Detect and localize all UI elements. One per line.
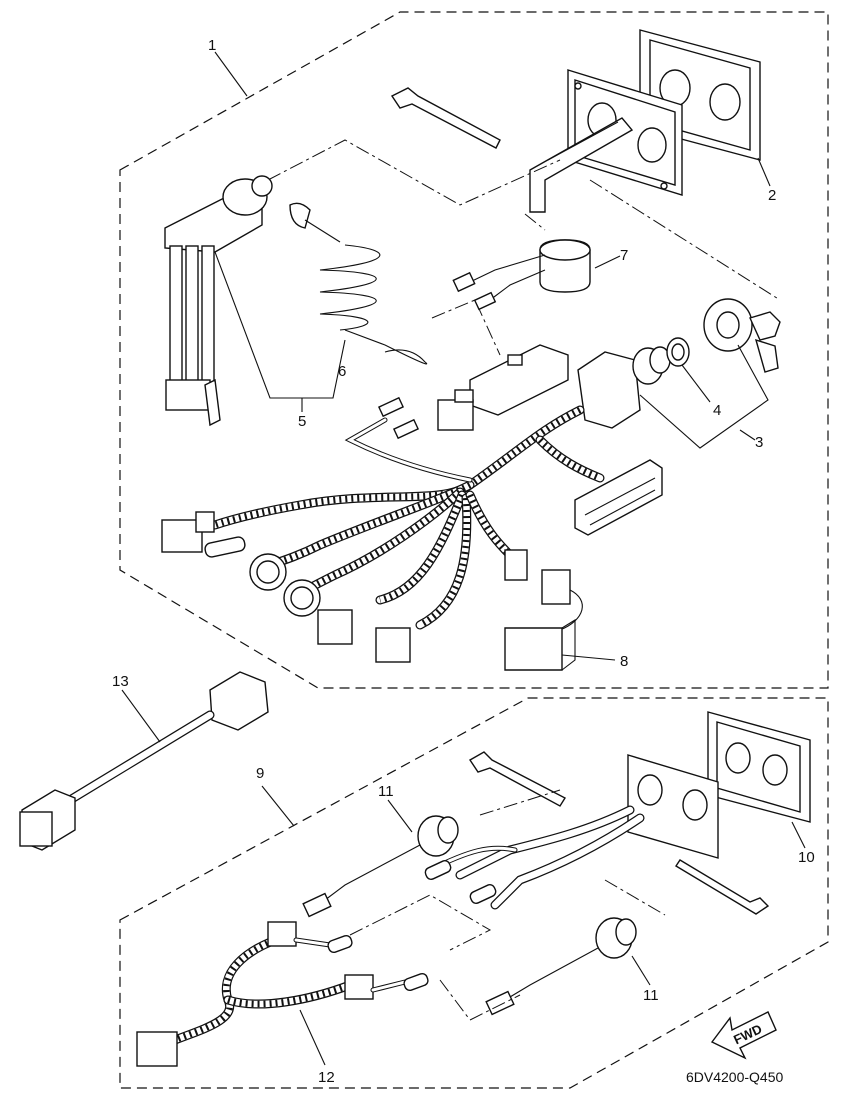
harness-part-12: [136, 921, 429, 1067]
junction-connector-block: [437, 344, 569, 431]
harness-end-connectors: [161, 511, 528, 663]
leader-line: [791, 821, 806, 849]
callout-13: 13: [112, 673, 129, 690]
assembly-line: [604, 879, 666, 916]
group-1-boundary: [119, 11, 829, 689]
callout-1: 1: [208, 37, 216, 54]
callout-5: 5: [298, 413, 306, 430]
callout-10: 10: [798, 849, 815, 866]
lanyard-part-6: [289, 202, 428, 365]
extension-harness-part-13: [19, 671, 269, 851]
callout-4: 4: [713, 402, 721, 419]
callout-2: 2: [768, 187, 776, 204]
module-part-8: [504, 569, 583, 671]
forward-arrow-icon: FWD: [710, 1011, 777, 1060]
key-switch-and-keys: [703, 298, 781, 373]
round-connector-part-11: [302, 815, 459, 918]
leader-line: [739, 429, 756, 441]
leader-line: [681, 364, 711, 403]
round-connector-part-11-lower: [485, 917, 637, 1016]
assembly-line: [589, 179, 781, 301]
assembly-line: [267, 139, 561, 206]
callout-8: 8: [620, 653, 628, 670]
group-9-boundary: [119, 697, 829, 1089]
leader-line: [214, 251, 346, 399]
cable-tie: [390, 87, 501, 149]
panel-gasket-part-10: [707, 711, 811, 823]
sub-harness-group-9: [424, 805, 645, 910]
leader-line: [631, 955, 651, 986]
large-multi-pin-connector: [574, 459, 663, 536]
leader-line: [639, 344, 769, 449]
main-switch-part-3: [577, 346, 671, 429]
cable-tie: [675, 859, 770, 915]
assembly-line: [431, 299, 501, 356]
callout-7: 7: [620, 247, 628, 264]
cable-tie: [469, 751, 566, 807]
assembly-line: [439, 979, 521, 1021]
dual-station-panel-plate: [627, 754, 719, 859]
leader-line: [261, 785, 295, 827]
leader-line: [214, 51, 248, 97]
callout-12: 12: [318, 1069, 335, 1086]
callout-11-lower: 11: [643, 987, 659, 1004]
callout-9: 9: [256, 765, 264, 782]
assembly-line: [349, 894, 492, 951]
callout-6: 6: [338, 363, 346, 380]
callout-3: 3: [755, 434, 763, 451]
buzzer-part-7: [452, 239, 591, 311]
leader-line: [121, 689, 161, 743]
assembly-line: [479, 789, 561, 816]
stop-switch-part-5: [164, 175, 273, 427]
mounting-bracket: [529, 117, 634, 213]
callout-11: 11: [378, 783, 394, 800]
leader-line: [299, 1009, 326, 1066]
leader-line: [561, 654, 616, 661]
drawing-reference: 6DV4200-Q450: [686, 1069, 784, 1085]
leader-line: [594, 255, 621, 269]
leader-line: [387, 799, 413, 833]
main-wiring-harness: [210, 396, 605, 630]
leader-line: [757, 157, 771, 187]
lock-nut-part-4: [666, 337, 690, 367]
assembly-line: [524, 213, 546, 231]
